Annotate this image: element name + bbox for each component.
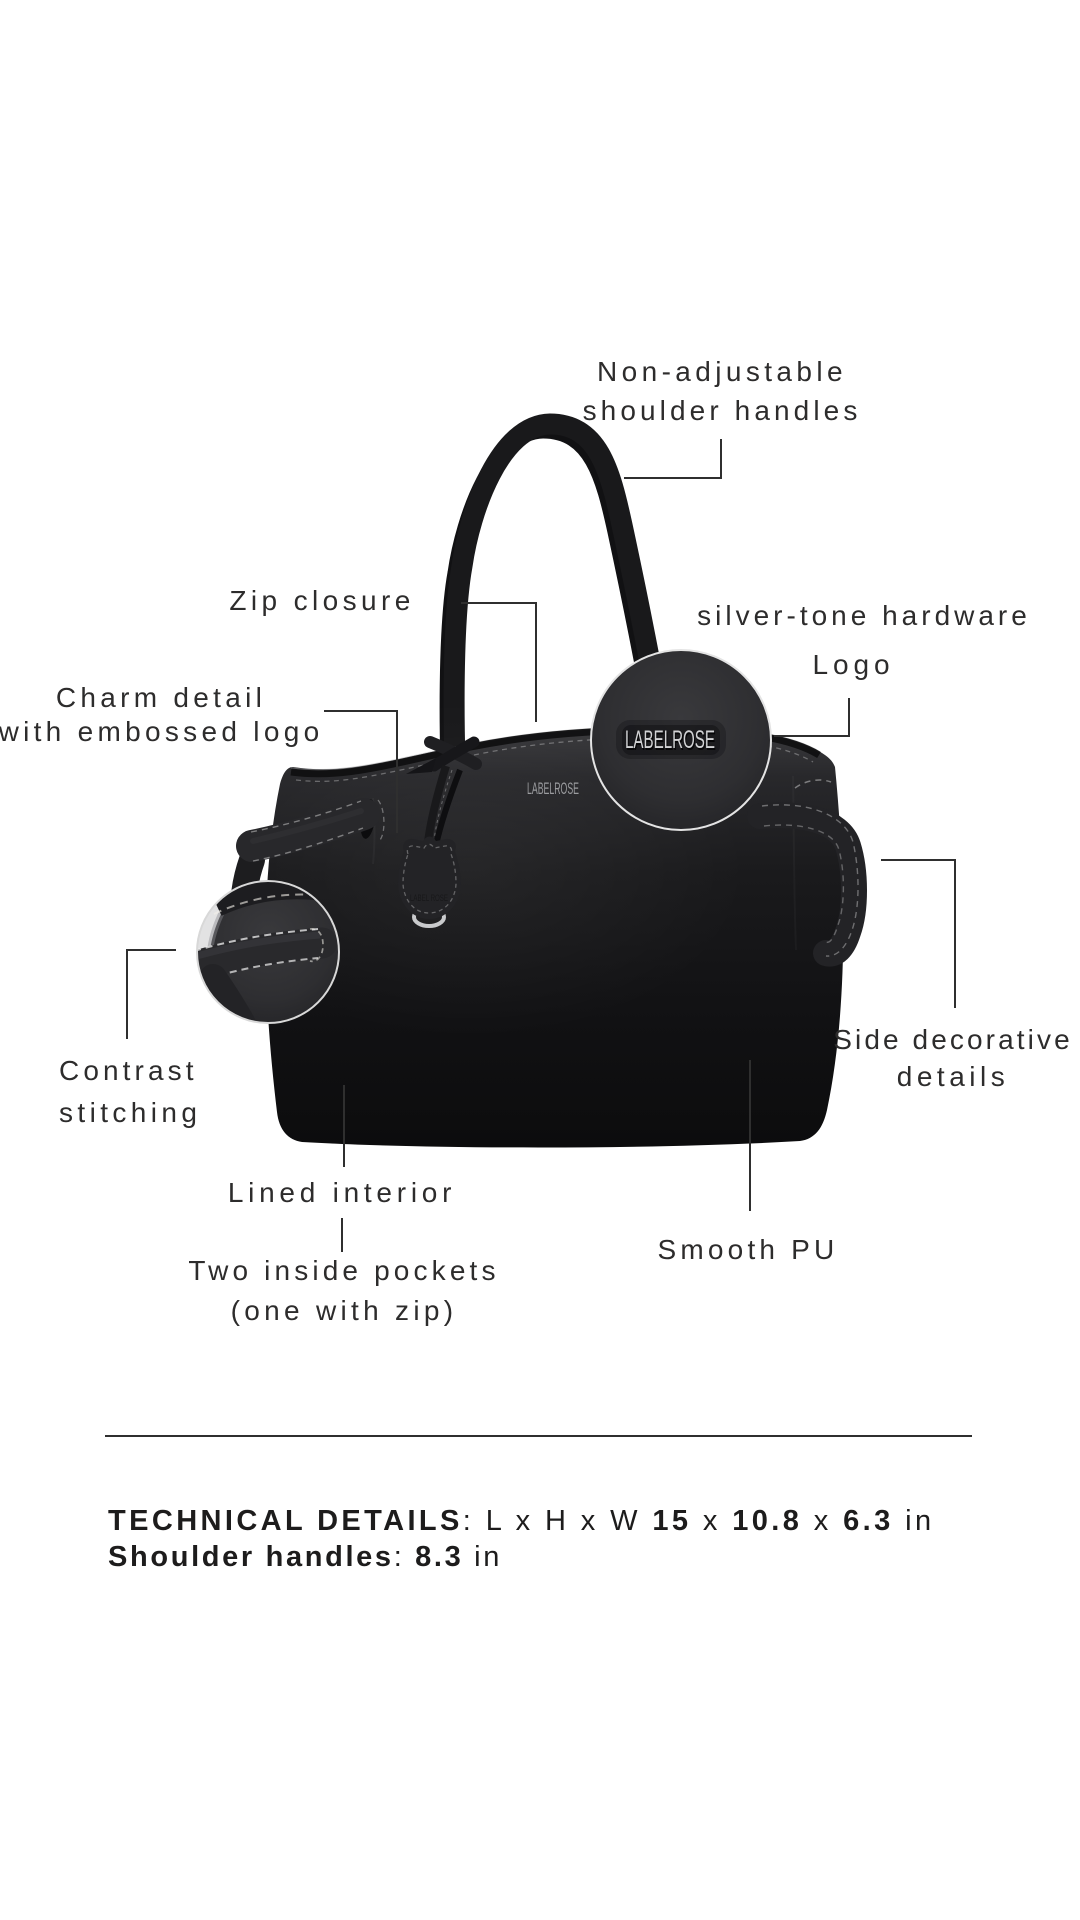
callout-line-side [881,859,956,1008]
technical-details-heading: TECHNICAL DETAILS [108,1505,463,1537]
callout-charm-label: Charm detail with embossed logo [0,681,323,749]
callout-handles-line2: shoulder handles [582,395,862,426]
magnifier-stitch-circle [196,880,340,1024]
callout-hardware-label: silver-tone hardware Logo [697,591,1031,689]
callout-handles-line1: Non-adjustable [597,356,847,387]
charm-strap [424,764,450,843]
callout-side-label: Side decorative details [833,1021,1073,1095]
charm-strap-2 [433,768,463,846]
callout-stitching-line1: Contrast [59,1055,198,1086]
callout-line-logo [774,698,850,737]
magnifier-logo-circle: LABELROSE LABELROSE [590,649,772,831]
callout-hardware-line2: Logo [812,649,895,680]
callout-zip-label: Zip closure [229,585,415,616]
callout-handles-label: Non-adjustable shoulder handles [583,352,862,430]
callout-pockets-line1: Two inside pockets [188,1255,500,1286]
charm-logo-text: LABEL ROSE [410,893,448,903]
callout-lines [126,439,956,1252]
bag-handle-knot [406,736,482,774]
technical-details-line2: Shoulder handles: 8.3 in [108,1539,502,1575]
technical-handles-value: 8.3 [415,1541,464,1573]
bag-right-wing [794,779,832,789]
technical-handles-label: Shoulder handles [108,1541,394,1573]
technical-details-line1: TECHNICAL DETAILS: L x H x W 15 x 10.8 x… [108,1503,934,1539]
callout-stitching-line2: stitching [59,1097,202,1128]
callout-charm-line2: with embossed logo [0,716,324,747]
callout-line-stitch [126,949,176,1039]
callout-lining-label: Lined interior [227,1177,457,1208]
technical-handles-sep: : [393,1541,416,1573]
bag-right-strap [747,802,867,967]
charm-strap-stitch [433,769,453,841]
technical-handles-unit: in [463,1541,502,1573]
magnifier-logo-text: LABELROSE [625,726,715,754]
callout-side-line1: Side decorative [833,1024,1073,1055]
front-logo-text: LABELROSE [527,779,579,798]
callout-pockets-line2: (one with zip) [230,1295,458,1326]
callout-line-zip [461,602,537,722]
technical-height: 10.8 [732,1505,803,1537]
callout-material-label: Smooth PU [657,1234,839,1265]
callout-side-line2: details [896,1061,1010,1092]
callout-stitching-label: Contrast stitching [59,1050,201,1134]
callout-hardware-line1: silver-tone hardware [697,600,1031,631]
divider-line [105,1435,972,1437]
callout-charm-line1: Charm detail [55,682,267,713]
bag-handle [443,413,677,765]
callout-pockets-label: Two inside pockets (one with zip) [188,1251,499,1331]
callout-line-charm [324,710,398,833]
bag-charm: LABEL ROSE [398,836,461,919]
technical-dims-prefix: : L x H x W [462,1505,653,1537]
technical-length: 15 [652,1505,692,1537]
technical-width: 6.3 [843,1505,894,1537]
technical-unit: in [893,1505,935,1537]
magnifier-logo-shadow: LABELROSE [626,728,716,756]
technical-sep2: x [802,1505,844,1537]
callout-line-handles [624,439,722,479]
technical-sep1: x [691,1505,733,1537]
